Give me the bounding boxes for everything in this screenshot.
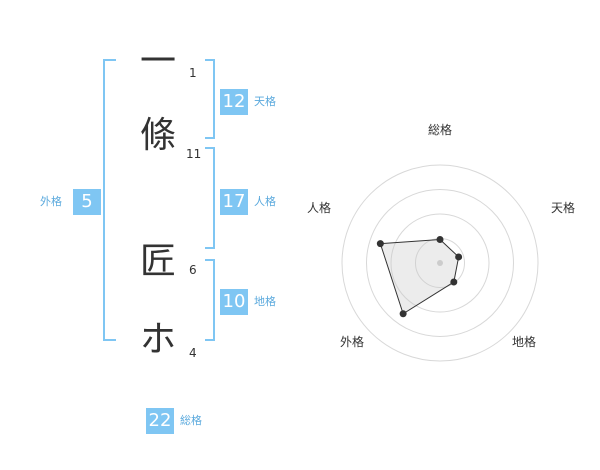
radar-point-2: [450, 278, 458, 286]
chikaku-bracket: [205, 259, 215, 341]
radar-series-area: [379, 238, 460, 315]
stroke-count-3: 6: [189, 263, 197, 277]
gaikaku-value: 5: [73, 189, 101, 215]
radar-grid-ring: [341, 164, 539, 362]
soukaku-value: 22: [146, 408, 174, 434]
tenkaku-bracket: [205, 59, 215, 139]
jinkaku-bracket: [205, 147, 215, 249]
radar-point-0: [436, 235, 444, 243]
stroke-count-2: 11: [186, 147, 202, 161]
gaikaku-label: 外格: [40, 195, 62, 208]
radar-axis-label-chikaku: 地格: [512, 335, 537, 349]
radar-axis-label-tenkaku: 天格: [551, 201, 576, 215]
radar-grid-ring: [390, 213, 490, 313]
character-1: 一: [140, 41, 177, 82]
jinkaku-label: 人格: [254, 195, 276, 208]
character-3: 匠: [140, 241, 177, 282]
chikaku-label: 地格: [254, 295, 276, 308]
stroke-count-1: 1: [189, 66, 197, 80]
radar-axis-label-soukaku: 総格: [428, 123, 453, 137]
radar-point-3: [399, 310, 407, 318]
radar-axis-label-gaikaku: 外格: [340, 335, 365, 349]
radar-grid-ring: [366, 189, 514, 337]
character-2: 條: [140, 115, 177, 156]
soukaku-label: 総格: [180, 414, 202, 427]
radar-axis-label-jinkaku: 人格: [307, 201, 332, 215]
jinkaku-value: 17: [220, 189, 248, 215]
tenkaku-value: 12: [220, 89, 248, 115]
stroke-count-4: 4: [189, 346, 197, 360]
tenkaku-label: 天格: [254, 95, 276, 108]
chikaku-value: 10: [220, 289, 248, 315]
radar-center-dot: [437, 260, 443, 266]
radar-point-1: [455, 253, 463, 261]
character-4: ホ: [140, 319, 177, 360]
radar-point-4: [376, 240, 384, 248]
gaikaku-bracket: [103, 59, 116, 341]
